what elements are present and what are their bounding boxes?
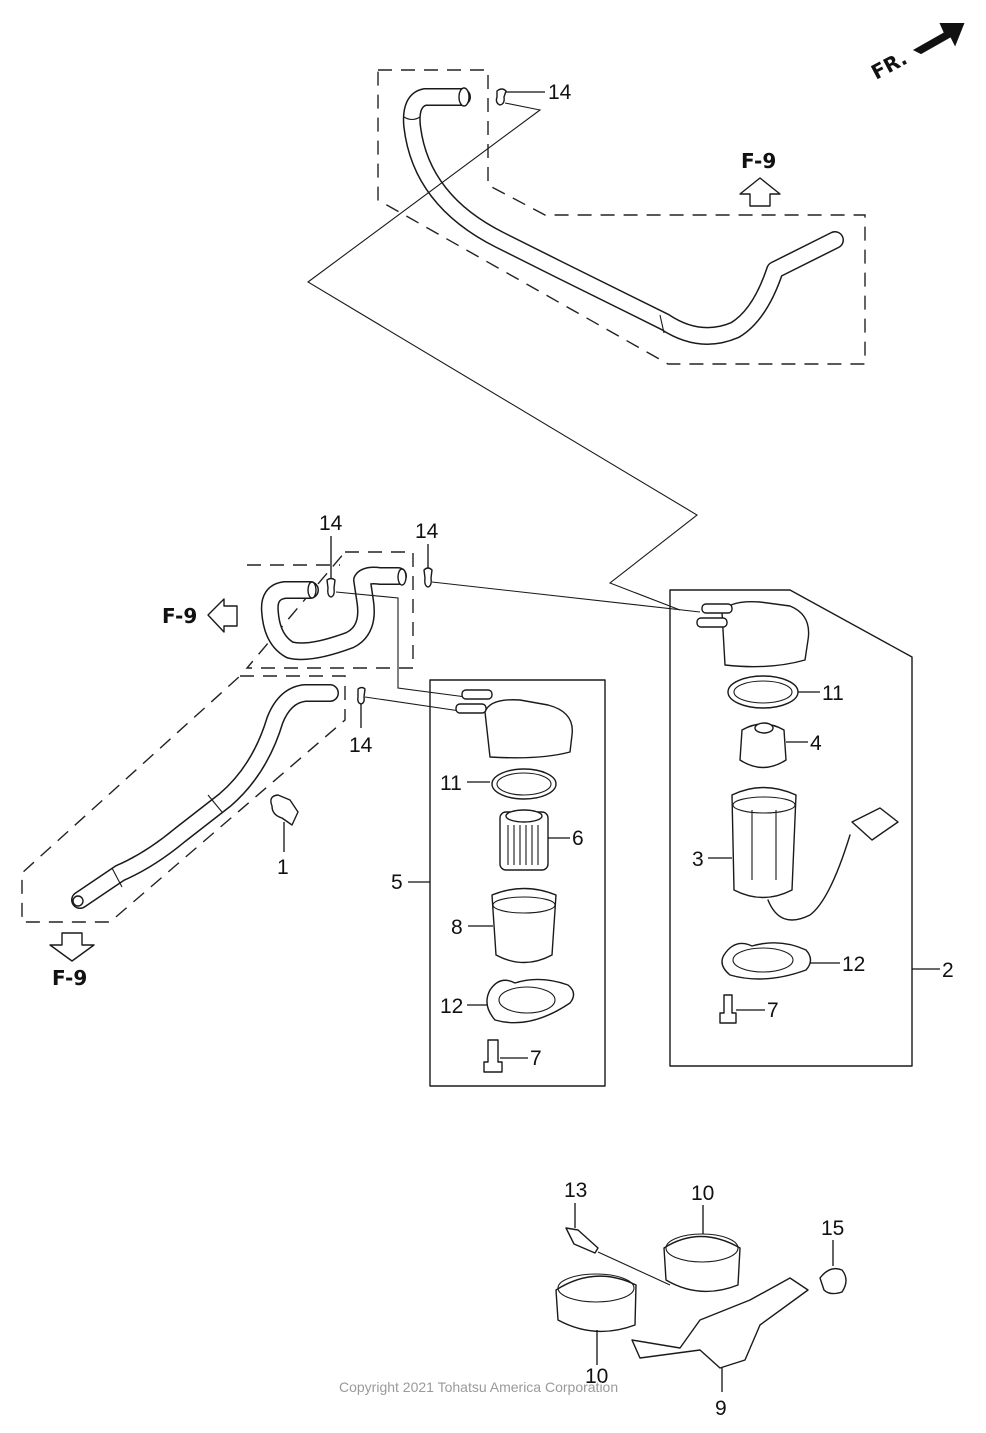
assembly-boundary <box>429 679 606 1087</box>
callout-8: 8 <box>451 916 463 939</box>
arrow-up-icon <box>739 177 781 207</box>
callout-11: 11 <box>822 682 844 705</box>
sensor-connector <box>851 807 899 841</box>
callout-14: 14 <box>415 520 439 543</box>
filter-bowl <box>491 887 557 964</box>
copyright-notice: Copyright 2021 Tohatsu America Corporati… <box>339 1379 618 1395</box>
sensor-wire <box>767 834 851 921</box>
hose-clip-icon <box>423 567 433 588</box>
arrow-left-icon <box>207 598 238 633</box>
hose-end <box>458 87 470 107</box>
callout-1: 1 <box>277 856 289 879</box>
top-group-boundary <box>377 69 866 365</box>
drain-fitting <box>483 1039 503 1073</box>
o-ring <box>491 768 557 800</box>
lower-group-boundary <box>21 675 346 923</box>
hose-clamp <box>555 1275 637 1333</box>
front-arrow-icon <box>912 23 965 55</box>
mid-hose-group: 14 14 F-9 <box>162 512 701 698</box>
callout-10: 10 <box>585 1365 608 1388</box>
drain-fitting <box>719 994 737 1024</box>
nut <box>819 1267 847 1295</box>
callout-15: 15 <box>821 1217 844 1240</box>
callout-7: 7 <box>530 1047 542 1070</box>
callout-11: 11 <box>440 772 462 795</box>
cross-ref-bottom: F-9 <box>52 966 87 990</box>
leader-line <box>307 102 698 611</box>
callout-7: 7 <box>767 999 779 1022</box>
callout-13: 13 <box>564 1179 587 1202</box>
callout-14: 14 <box>349 734 373 757</box>
callout-2: 2 <box>942 959 954 982</box>
bracket-group: 13 10 10 9 15 <box>555 1179 847 1420</box>
bolt <box>565 1227 599 1254</box>
clamp-part <box>270 794 299 826</box>
callout-9: 9 <box>715 1397 727 1420</box>
front-label: FR. <box>867 46 911 85</box>
callout-3: 3 <box>692 848 704 871</box>
hose-clip-icon <box>495 88 507 106</box>
callout-4: 4 <box>810 732 822 755</box>
bracket <box>631 1277 809 1369</box>
callout-6: 6 <box>572 827 584 850</box>
cross-ref-left: F-9 <box>162 604 197 628</box>
callout-14: 14 <box>319 512 343 535</box>
hose-clip-icon <box>357 686 366 705</box>
lower-hose-group: 14 1 F-9 <box>21 675 461 990</box>
filter-assembly-5: 11 6 5 8 12 7 <box>391 679 606 1087</box>
water-sensor-bowl <box>731 786 797 899</box>
top-hose-group: 14 F-9 <box>307 69 866 611</box>
filter-assembly-2: 11 4 3 12 7 2 <box>669 589 954 1067</box>
hose-clip-icon <box>326 577 336 598</box>
filter-cap <box>484 699 573 759</box>
callout-5: 5 <box>391 871 403 894</box>
arrow-down-icon <box>49 932 95 962</box>
callout-14: 14 <box>548 81 572 104</box>
hose-clamp <box>663 1235 741 1293</box>
cross-ref-top: F-9 <box>741 149 776 173</box>
front-direction-indicator: FR. <box>867 23 965 85</box>
filter-cap <box>721 601 810 668</box>
gasket <box>486 978 575 1024</box>
assembly-boundary <box>669 589 913 1067</box>
callout-12: 12 <box>842 953 865 976</box>
callout-12: 12 <box>440 995 463 1018</box>
callout-10: 10 <box>691 1182 714 1205</box>
